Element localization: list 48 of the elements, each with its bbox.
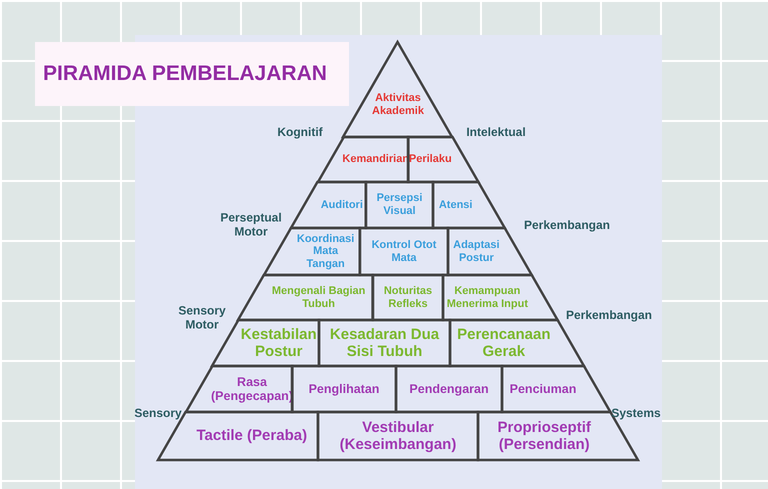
side-label: Intelektual	[466, 124, 526, 140]
pyramid-cell	[360, 228, 448, 275]
pyramid-cell	[319, 320, 450, 366]
side-label: Perkembangan	[524, 218, 610, 232]
pyramid-cell	[502, 366, 610, 412]
cell-text: Kemandirian	[342, 153, 410, 166]
cell-text: Kesadaran Dua Sisi Tubuh	[328, 326, 440, 360]
title: PIRAMIDA PEMBELAJARAN	[43, 62, 327, 86]
pyramid-cell	[186, 366, 292, 412]
pyramid-cell	[238, 275, 373, 320]
side-label: Perkembangan	[566, 308, 652, 322]
cell-text: Penciuman	[510, 382, 576, 396]
pyramid-cell	[318, 137, 408, 182]
cell-text: Auditori	[320, 198, 363, 212]
cell-text: Pendengaran	[409, 382, 489, 396]
cell-text: Vestibular (Keseimbangan)	[338, 418, 458, 454]
pyramid-cell	[396, 366, 502, 412]
cell-text: Adaptasi Postur	[452, 238, 501, 264]
side-label: Perseptual Motor	[219, 210, 283, 240]
side-label: Sensory Motor	[177, 304, 227, 332]
cell-text: Perilaku	[408, 153, 452, 166]
cell-text: Penglihatan	[308, 382, 380, 396]
side-label: Sensory	[134, 406, 182, 420]
cell-text: Rasa (Pengecapan)	[211, 374, 293, 404]
pyramid-cell	[292, 366, 396, 412]
pyramid-cell	[366, 182, 433, 228]
cell-text: Tactile (Peraba)	[196, 427, 308, 445]
pyramid-cell	[450, 320, 584, 366]
pyramid-cell	[373, 275, 443, 320]
cell-text: Koordinasi Mata Tangan	[296, 232, 356, 270]
pyramid-cell	[433, 182, 505, 228]
cell-text: Proprioseptif (Persendian)	[496, 418, 592, 454]
cell-text: Aktivitas Akademik	[371, 92, 425, 118]
cell-text: Noturitas Refleks	[382, 284, 434, 310]
cell-text: Perencanaan Gerak	[456, 326, 552, 360]
cell-text: Atensi	[438, 198, 472, 212]
side-label: Systems	[611, 406, 661, 420]
side-label: Kognitif	[277, 124, 323, 140]
cell-text: Persepsi Visual	[376, 192, 424, 218]
pyramid-cell	[291, 182, 366, 228]
pyramid-cell	[408, 137, 478, 182]
pyramid-apex	[343, 42, 453, 137]
pyramid-cell	[318, 412, 478, 460]
pyramid-cell	[443, 275, 558, 320]
cell-text: Kontrol Otot Mata	[370, 238, 438, 264]
cell-text: Mengenali Bagian Tubuh	[270, 284, 366, 310]
cell-text: Kemampuan Menerima Input	[446, 284, 530, 310]
cell-text: Kestabilan Postur	[240, 326, 317, 360]
